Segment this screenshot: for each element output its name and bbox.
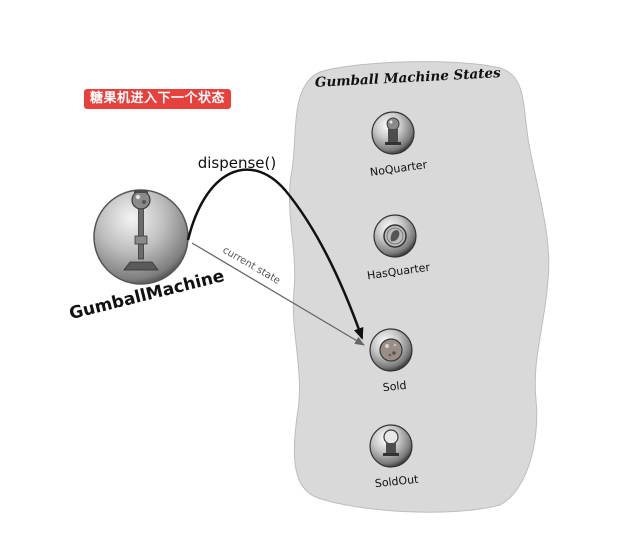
state-sold: Sold — [369, 328, 413, 394]
dispense-label: dispense() — [198, 154, 277, 172]
chinese-banner-label: 糖果机进入下一个状态 — [84, 89, 232, 109]
dispense-transition-arrow — [186, 168, 364, 340]
state-noquarter: NoQuarter — [369, 111, 428, 179]
state-soldout: SoldOut — [369, 424, 420, 491]
empty-machine-icon — [383, 429, 399, 456]
gumball-icon — [379, 338, 403, 362]
current-state-pointer — [191, 242, 365, 346]
gumball-machine-context — [93, 189, 189, 285]
gumball-machine-icon — [385, 117, 401, 145]
state-label-sold: Sold — [382, 379, 407, 394]
quarter-coin-icon — [383, 224, 407, 248]
gumball-machine-icon — [123, 190, 159, 271]
state-label-soldout: SoldOut — [374, 473, 419, 491]
states-region — [289, 61, 550, 513]
